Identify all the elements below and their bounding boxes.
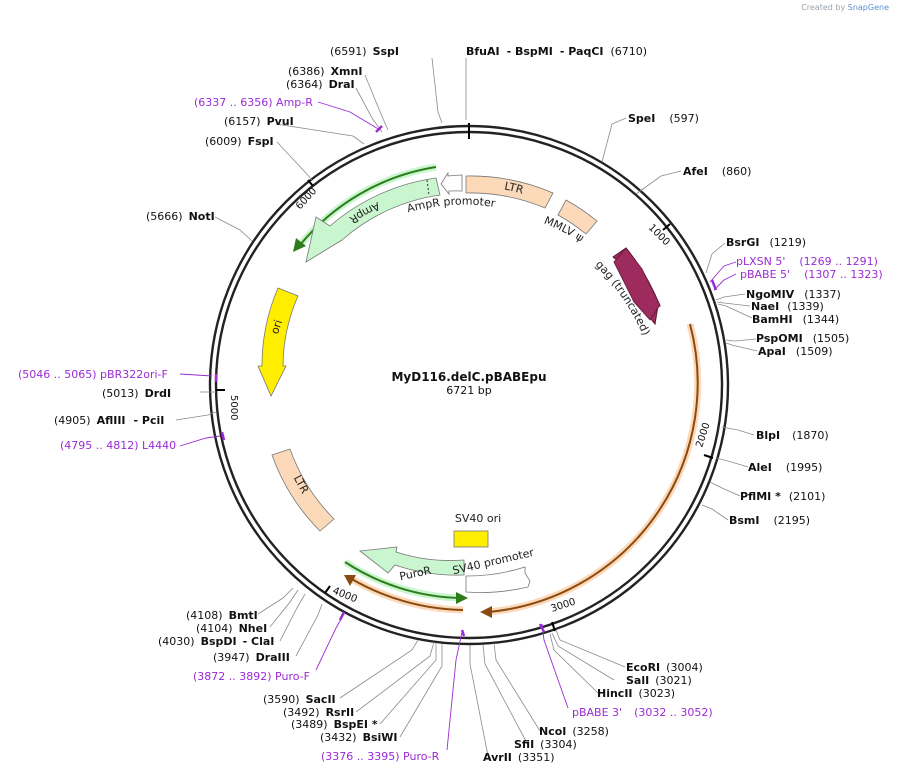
site-rsrii[interactable]: (3492)RsrII [283, 706, 354, 719]
gag-arrow [613, 247, 661, 321]
primer-plxsn5[interactable]: pLXSN 5'(1269 .. 1291) [736, 255, 878, 268]
site-apai[interactable]: ApaI(1509) [758, 345, 832, 358]
mmlv-psi-feature [557, 199, 598, 235]
ltr-bottom-feature [271, 448, 335, 532]
green-orf-bottom [344, 561, 461, 599]
ampr-feature [305, 177, 441, 263]
site-bspdi[interactable]: (4030)BspDI- ClaI [158, 635, 274, 648]
primer-leader-lines [179, 101, 737, 751]
site-avrii[interactable]: AvrII(3351) [483, 751, 554, 764]
snapgene-brand: SnapGene [847, 3, 889, 12]
primer-pbabe5[interactable]: pBABE 5'(1307 .. 1323) [740, 268, 883, 281]
site-drdi[interactable]: (5013)DrdI [102, 387, 171, 400]
site-hincii[interactable]: HincII(3023) [597, 687, 675, 700]
site-bsrgi[interactable]: BsrGI(1219) [726, 236, 806, 249]
site-pflmi[interactable]: PflMI *(2101) [740, 490, 825, 503]
primer-pbr322ori-f[interactable]: (5046 .. 5065) pBR322ori-F [18, 368, 168, 381]
site-sfii[interactable]: SfiI(3304) [514, 738, 577, 751]
site-fspi[interactable]: (6009)FspI [205, 135, 274, 148]
tick-5000: 5000 [228, 395, 239, 420]
site-afliii[interactable]: (4905)AflIII- PciI [54, 414, 164, 427]
primer-l4440[interactable]: (4795 .. 4812) L4440 [60, 439, 176, 452]
site-bmti[interactable]: (4108)BmtI [186, 609, 258, 622]
site-draiii[interactable]: (3947)DraIII [213, 651, 290, 664]
credit-prefix: Created by [801, 3, 846, 12]
ori-label: ori [268, 318, 285, 336]
orange-orf-bottom [349, 577, 464, 611]
sv40-ori-label: SV40 ori [455, 512, 501, 525]
sv40-ori-feature [453, 530, 489, 548]
site-bspei[interactable]: (3489)BspEI * [291, 718, 378, 731]
site-bsiwi[interactable]: (3432)BsiWI [320, 731, 398, 744]
snapgene-credit: Created by SnapGene [801, 3, 889, 12]
plasmid-size: 6721 bp [446, 384, 491, 397]
site-bfuai-group[interactable]: BfuAI- BspMI- PaqCI(6710) [466, 45, 647, 58]
site-xmni[interactable]: (6386)XmnI [288, 65, 362, 78]
amp-promoter-feature [440, 171, 463, 196]
ampr-divider [426, 179, 430, 196]
site-ecori[interactable]: EcoRI(3004) [626, 661, 703, 674]
site-sacii[interactable]: (3590)SacII [263, 693, 336, 706]
site-pspomi[interactable]: PspOMI(1505) [756, 332, 849, 345]
tick-labels: 1000 2000 3000 4000 5000 6000 [228, 186, 713, 615]
plasmid-name: MyD116.delC.pBABEpu [391, 370, 546, 384]
site-pvui[interactable]: (6157)PvuI [224, 115, 294, 128]
position-ticks [216, 123, 714, 632]
site-drai[interactable]: (6364)DraI [286, 78, 355, 91]
puror-feature [358, 546, 465, 576]
green-orf-top-arrowhead [293, 238, 306, 252]
orange-orf-right-arrowhead [480, 606, 492, 618]
site-nhei[interactable]: (4104)NheI [196, 622, 267, 635]
primer-puro-r[interactable]: (3376 .. 3395) Puro-R [321, 750, 440, 763]
site-naei[interactable]: NaeI(1339) [751, 300, 824, 313]
orange-orf-right [487, 323, 699, 613]
features: LTR [257, 171, 661, 593]
site-spei[interactable]: SpeI(597) [628, 112, 699, 125]
green-orf-top [299, 166, 437, 246]
site-afei[interactable]: AfeI(860) [683, 165, 751, 178]
site-ngomiv[interactable]: NgoMIV(1337) [746, 288, 841, 301]
site-bsmi[interactable]: BsmI(2195) [729, 514, 810, 527]
orf-arcs [293, 163, 702, 618]
site-noti[interactable]: (5666)NotI [146, 210, 215, 223]
site-bamhi[interactable]: BamHI(1344) [752, 313, 839, 326]
ltr-top-label: LTR [503, 180, 525, 197]
sv40-promoter-feature [465, 566, 531, 593]
site-blpi[interactable]: BlpI(1870) [756, 429, 829, 442]
primer-labels: (6337 .. 6356) Amp-R (5046 .. 5065) pBR3… [18, 96, 883, 763]
site-sali[interactable]: SalI(3021) [626, 674, 692, 687]
ori-feature [257, 287, 299, 397]
site-sspi[interactable]: (6591)SspI [330, 45, 399, 58]
tick-4000: 4000 [331, 586, 359, 606]
primer-puro-f[interactable]: (3872 .. 3892) Puro-F [193, 670, 310, 683]
orange-orf-bottom-arrowhead [344, 575, 356, 586]
primer-pbabe3[interactable]: pBABE 3'(3032 .. 3052) [572, 706, 713, 719]
ltr-top-feature [465, 175, 554, 209]
site-alei[interactable]: AleI(1995) [748, 461, 822, 474]
site-leader-lines [175, 57, 758, 757]
site-ncoi[interactable]: NcoI(3258) [539, 725, 609, 738]
primer-amp-r[interactable]: (6337 .. 6356) Amp-R [194, 96, 313, 109]
site-labels: (6591)SspI BfuAI- BspMI- PaqCI(6710) (63… [54, 45, 849, 764]
green-orf-bottom-arrowhead [456, 592, 468, 604]
